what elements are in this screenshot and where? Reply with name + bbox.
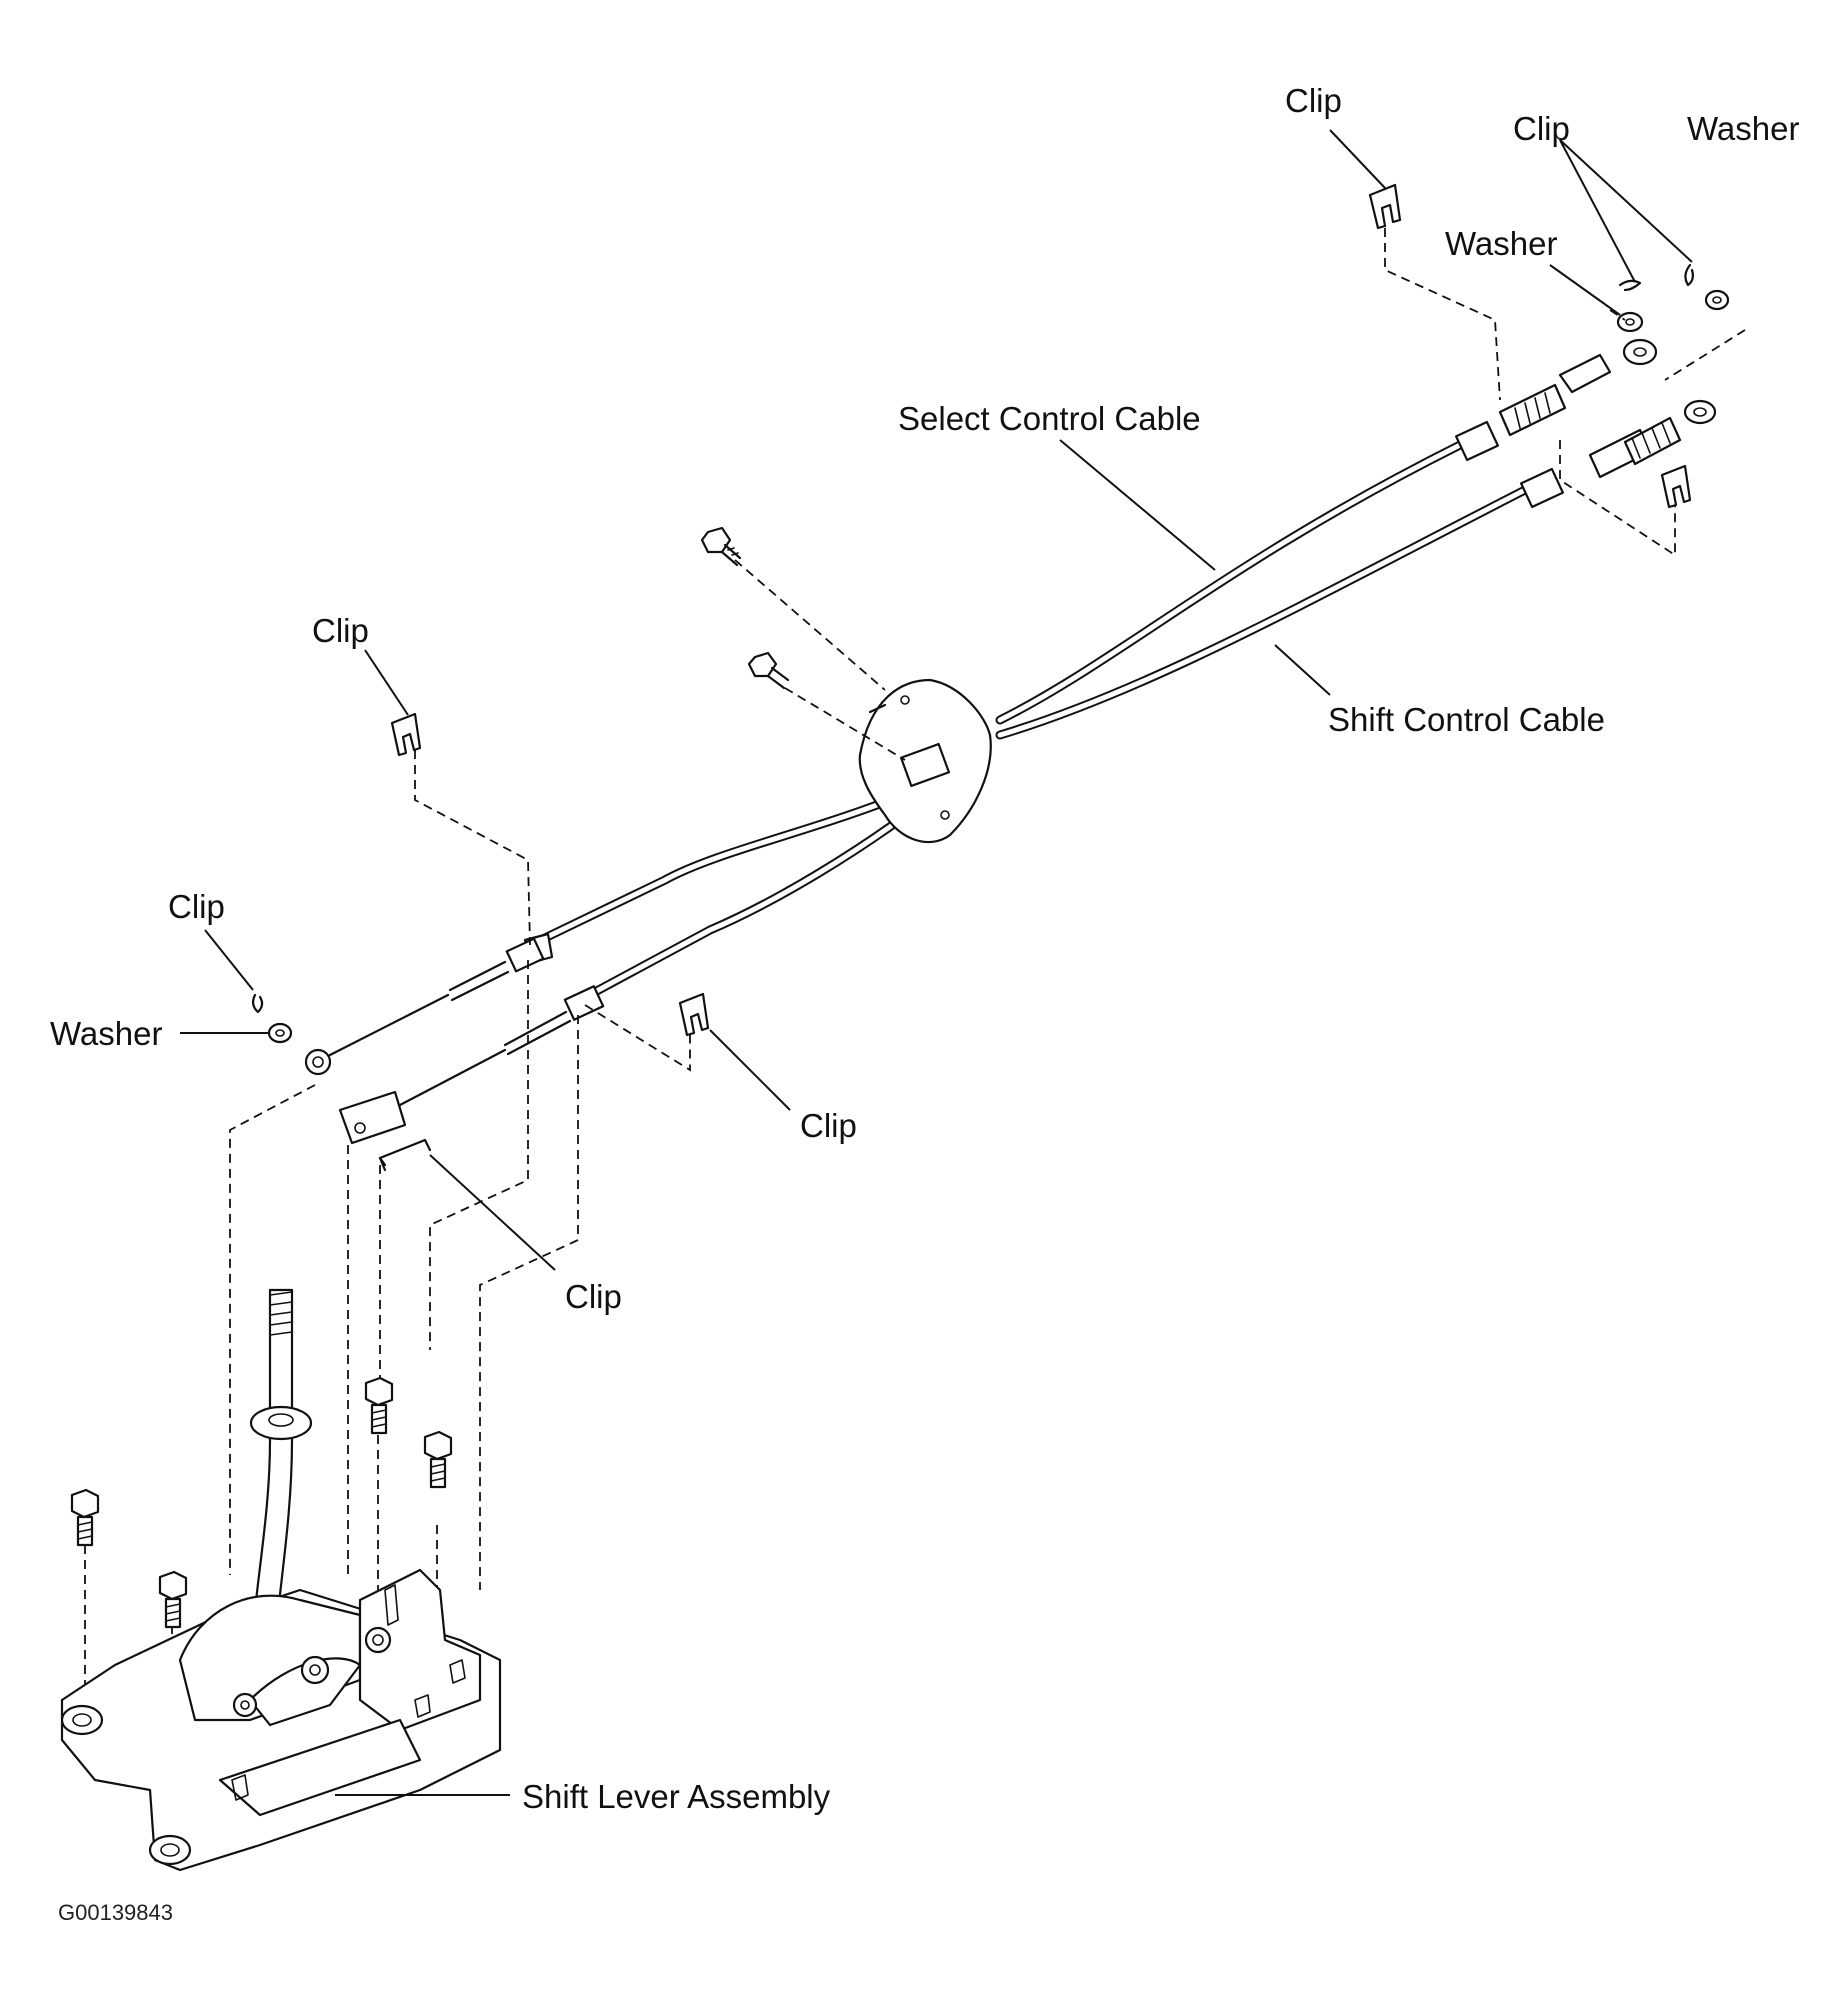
lever-bolt-1	[70, 1488, 100, 1547]
label-clip-left: Clip	[168, 888, 225, 925]
label-select-control-cable: Select Control Cable	[898, 400, 1201, 437]
washer-upper-icon	[1616, 311, 1644, 333]
select-control-cable	[515, 440, 1465, 955]
clip-top-icon	[1368, 183, 1402, 230]
leader-lines	[180, 129, 1693, 1796]
clip-mid-right-icon	[678, 992, 710, 1037]
lever-bolt-2	[158, 1570, 188, 1629]
plate-bolt-upper	[700, 526, 742, 567]
washer-top-right-icon	[1704, 289, 1730, 311]
plate-bolt-lower	[747, 651, 790, 690]
label-clip-left-upper: Clip	[312, 612, 369, 649]
label-clip-top-right: Clip	[1513, 110, 1570, 147]
label-clip-mid-right: Clip	[800, 1107, 857, 1144]
label-clip-top: Clip	[1285, 82, 1342, 119]
washer-left-icon	[267, 1022, 293, 1044]
shift-control-cable	[575, 485, 1530, 1005]
lever-bolt-4	[423, 1430, 453, 1489]
clip-left-upper-icon	[390, 712, 422, 757]
figure-code: G00139843	[58, 1900, 173, 1925]
label-clip-lower: Clip	[565, 1278, 622, 1315]
shift-lever-assembly	[60, 1288, 502, 1872]
select-cable-upper-end	[1454, 338, 1658, 462]
clip-upper-right-2-icon	[1684, 263, 1694, 287]
clip-lower-icon	[378, 1138, 432, 1172]
label-shift-lever-assembly: Shift Lever Assembly	[522, 1778, 831, 1815]
cable-mounting-plate	[858, 678, 992, 844]
label-washer-top-right: Washer	[1687, 110, 1799, 147]
label-shift-control-cable: Shift Control Cable	[1328, 701, 1605, 738]
clip-right-icon	[1660, 464, 1692, 509]
clip-upper-right-1-icon	[1618, 279, 1642, 292]
label-washer-upper: Washer	[1445, 225, 1557, 262]
shift-cable-lower-end	[338, 985, 605, 1145]
clip-left-icon	[251, 993, 264, 1014]
label-washer-left: Washer	[50, 1015, 162, 1052]
select-cable-lower-end	[304, 932, 554, 1076]
lever-bolt-3	[364, 1376, 394, 1435]
shift-cable-upper-end	[1519, 399, 1717, 509]
alignment-lines	[84, 228, 1746, 1830]
